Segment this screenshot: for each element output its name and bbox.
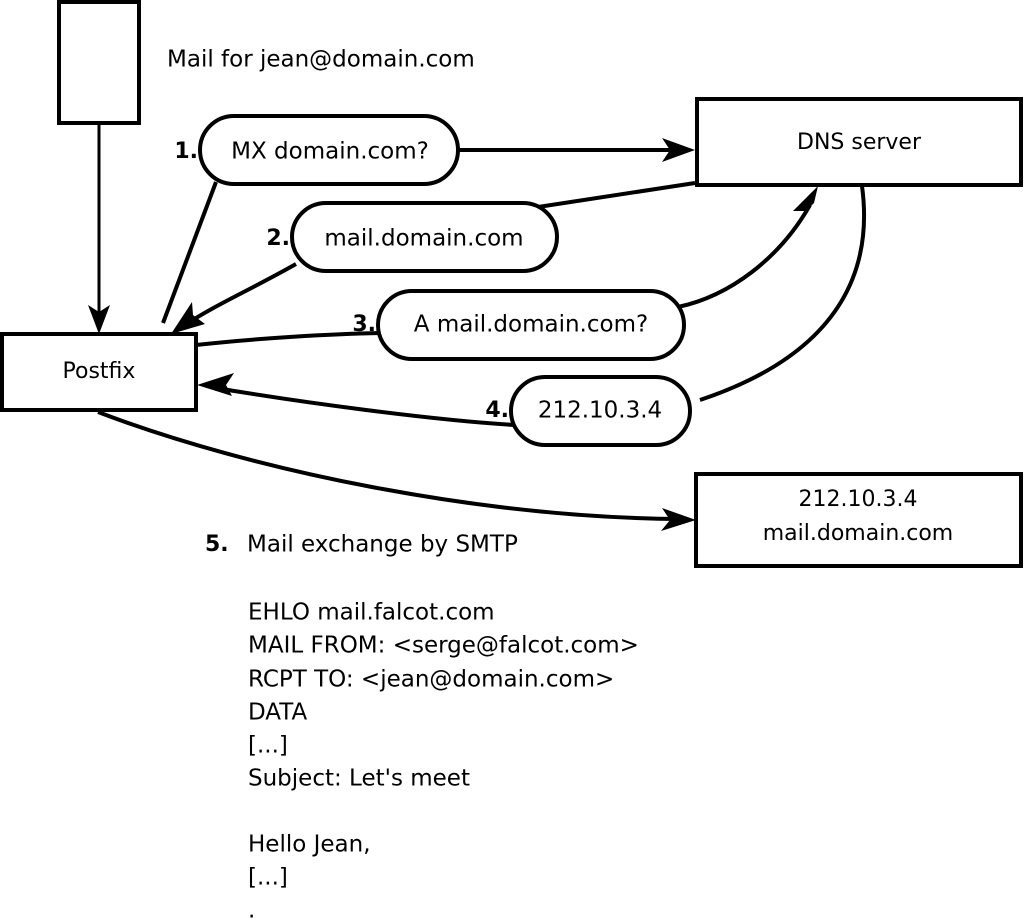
smtp-line: MAIL FROM: <serge@falcot.com> xyxy=(248,633,639,659)
postfix-label: Postfix xyxy=(63,359,136,384)
smtp-line: Subject: Let's meet xyxy=(248,766,470,792)
step1-bubble xyxy=(198,114,460,186)
step1-label: MX domain.com? xyxy=(231,139,429,165)
smtp-line: DATA xyxy=(248,700,308,726)
edge-dns-to-step4 xyxy=(699,185,866,402)
edge-postfix-to-step3 xyxy=(195,331,381,347)
smtp-line: . xyxy=(248,898,255,919)
smtp-line: RCPT TO: <jean@domain.com> xyxy=(248,667,614,693)
arrowhead-step1 xyxy=(662,138,695,162)
step1-number: 1. xyxy=(174,139,198,164)
arrowhead-source-to-postfix xyxy=(88,305,110,334)
edge-step4-to-postfix xyxy=(215,386,516,427)
page-title: Mail for jean@domain.com xyxy=(167,47,475,73)
step5-label: Mail exchange by SMTP xyxy=(247,532,518,558)
step3-label: A mail.domain.com? xyxy=(414,312,648,338)
postfix-box xyxy=(0,332,198,412)
edge-postfix-to-target xyxy=(97,410,683,521)
edge-dns-to-step2 xyxy=(537,181,696,209)
target-server-ip: 212.10.3.4 xyxy=(799,487,918,512)
edge-step3-to-dns xyxy=(677,204,812,309)
smtp-line: EHLO mail.falcot.com xyxy=(248,600,495,626)
step2-number: 2. xyxy=(266,226,290,251)
target-server-hostname: mail.domain.com xyxy=(763,521,954,546)
edge-step2-to-postfix xyxy=(183,262,297,327)
step2-bubble xyxy=(290,201,559,273)
smtp-line: Hello Jean, xyxy=(248,832,371,858)
arrowhead-step3 xyxy=(793,186,818,211)
dns-server-box xyxy=(695,97,1023,187)
source-box xyxy=(57,0,141,125)
step3-number: 3. xyxy=(352,312,376,337)
smtp-line: [...] xyxy=(248,733,288,759)
arrowhead-step5 xyxy=(661,508,696,531)
step4-bubble xyxy=(509,375,692,447)
edge-postfix-to-step1 xyxy=(161,181,218,324)
step2-label: mail.domain.com xyxy=(324,226,523,252)
step4-number: 4. xyxy=(485,398,509,423)
dns-server-label: DNS server xyxy=(797,130,922,155)
arrowhead-step2 xyxy=(171,302,205,334)
arrowhead-step4 xyxy=(197,373,234,396)
step3-bubble xyxy=(376,289,686,361)
smtp-line: [...] xyxy=(248,865,288,891)
step5-number: 5. xyxy=(205,532,229,557)
step4-label: 212.10.3.4 xyxy=(538,398,662,424)
